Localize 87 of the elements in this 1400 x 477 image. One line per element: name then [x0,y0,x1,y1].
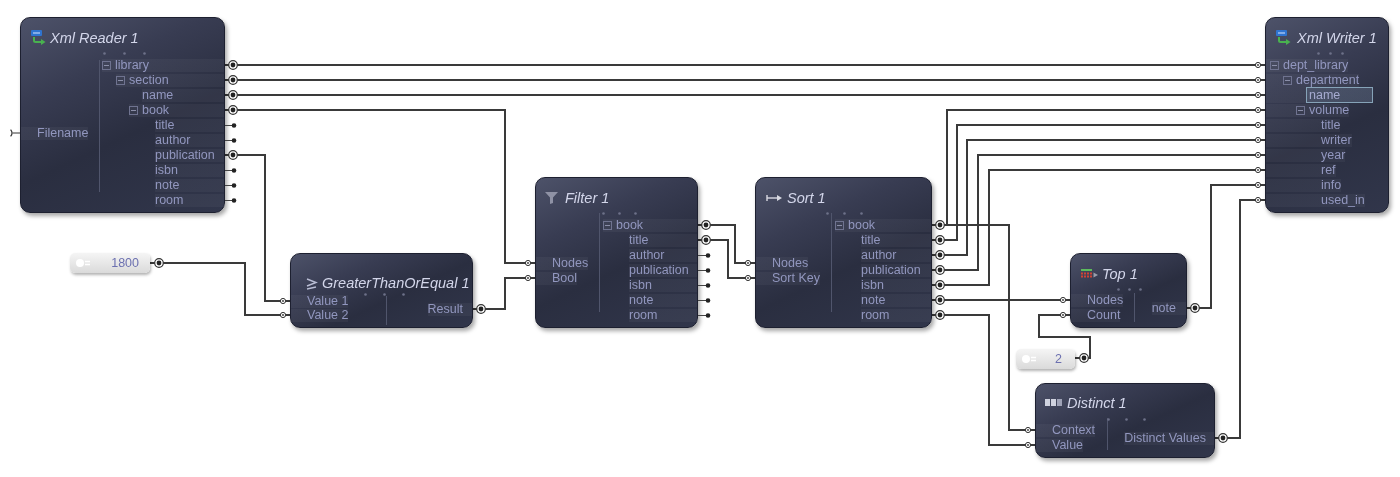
selected-port-label: name [1266,87,1373,103]
connector [696,235,757,282]
node-card [1265,17,1389,213]
port-label: Result [427,302,472,316]
connector [1185,181,1267,313]
port-label: name [142,88,224,102]
port-label: used_in [1266,193,1365,207]
port-label: ref [1266,163,1336,177]
connector [930,310,1037,449]
connector [930,121,1267,245]
port-label: room [629,308,697,322]
port-label: Bool [536,271,578,285]
port-label: note [861,293,931,307]
block-title: Filter 1 [565,190,610,206]
connector [930,295,1072,305]
node-card [1035,383,1215,458]
port-label: note [629,293,697,307]
port-label: note [1151,301,1186,315]
connector [471,274,537,314]
port-label: title [861,233,931,247]
port-label: Sort Key [756,271,820,285]
port-label: title [1266,118,1341,132]
port-label: title [155,118,224,132]
connector [223,150,292,305]
port-label: Value 1 [291,294,349,308]
connector [930,136,1267,260]
port-label: title [629,233,697,247]
connector [223,90,1267,100]
port-label: Distinct Values [1124,431,1214,445]
block-title: GreaterThanOrEqual 1 [322,275,470,291]
port-label: Context [1036,423,1096,437]
port-label: isbn [861,278,931,292]
constant-value: 2 [1055,351,1062,367]
port-label: author [629,248,697,262]
block-title: Xml Reader 1 [50,30,139,46]
port-label: room [155,193,224,207]
port-label: writer [1266,133,1352,147]
block-title: Sort 1 [787,190,826,206]
connector [946,224,1037,434]
port-label: publication [155,148,224,162]
port-label: Count [1071,308,1121,322]
port-label: department [1266,73,1360,87]
node-card [535,177,698,328]
port-label: Value 2 [291,308,349,322]
port-label: Nodes [536,256,589,270]
node-card [1070,253,1187,328]
port-label: book [835,218,931,232]
connector [930,151,1267,275]
node-card [755,177,932,328]
port-label: publication [861,263,931,277]
connector [1213,196,1267,443]
port-label: book [603,218,697,232]
connector [946,106,1267,226]
port-label: section [116,73,224,87]
port-label: publication [629,263,697,277]
connector [930,166,1267,290]
port-label: Nodes [1071,293,1124,307]
connector [223,60,1267,70]
port-label: author [155,133,224,147]
port-label: author [861,248,931,262]
port-label: Nodes [756,256,809,270]
node-card [20,17,225,213]
constant-block [70,253,150,273]
port-label: isbn [155,163,224,177]
constant-value: 1800 [111,255,139,271]
port-label: Value [1036,438,1084,452]
port-label: volume [1266,103,1350,117]
connector [149,258,292,319]
connector [1038,311,1091,363]
port-label: room [861,308,931,322]
port-label: info [1266,178,1342,192]
block-title: Xml Writer 1 [1297,30,1377,46]
port-label: year [1266,148,1346,162]
port-label: Filename [21,126,89,140]
block-title: Distinct 1 [1067,395,1127,411]
port-label: note [155,178,224,192]
port-label: library [102,58,224,72]
port-label: isbn [629,278,697,292]
connector [696,220,757,267]
node-card [290,253,473,328]
port-label: book [129,103,224,117]
connector [223,105,537,267]
constant-block [1016,349,1075,369]
block-title: Top 1 [1102,266,1138,282]
connector [930,220,948,230]
connector [223,75,1267,85]
port-label: dept_library [1266,58,1349,72]
